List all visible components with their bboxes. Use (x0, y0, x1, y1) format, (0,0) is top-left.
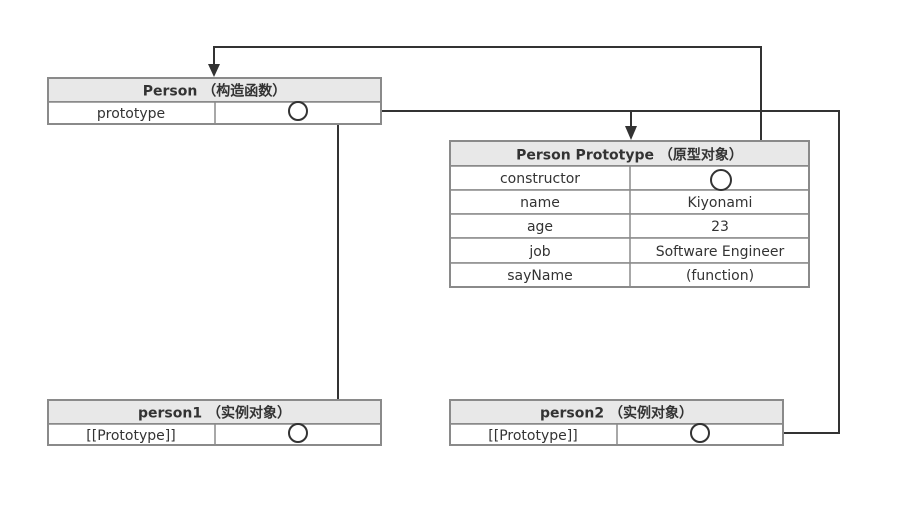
person1-title: person1 （实例对象） (138, 405, 291, 422)
person-prototype-title: Person Prototype （原型对象） (516, 147, 743, 164)
arrowhead-person-constructor (208, 64, 220, 77)
sayname-label: sayName (507, 268, 572, 284)
person-prototype-box: Person Prototype （原型对象） constructor name… (449, 140, 810, 288)
job-value: Software Engineer (656, 244, 785, 260)
sayname-value: (function) (686, 268, 754, 284)
name-label: name (520, 195, 560, 211)
person-constructor-title: Person （构造函数） (143, 83, 286, 100)
person2-prototype-label: [[Prototype]] (488, 428, 577, 444)
person2-prototype-pointer-dot (690, 423, 710, 443)
person1-box: person1 （实例对象） [[Prototype]] (47, 399, 382, 446)
person2-box: person2 （实例对象） [[Prototype]] (449, 399, 784, 446)
prototype-label: prototype (97, 106, 165, 122)
person2-title: person2 （实例对象） (540, 405, 693, 422)
person-constructor-header (47, 77, 382, 103)
person1-prototype-pointer-dot (288, 423, 308, 443)
age-value: 23 (711, 219, 729, 235)
job-label: job (528, 244, 550, 260)
constructor-pointer-dot (710, 169, 732, 191)
person1-prototype-label: [[Prototype]] (86, 428, 175, 444)
prototype-pointer-dot (288, 101, 308, 121)
person-constructor-box: Person （构造函数） prototype (47, 77, 382, 125)
age-label: age (527, 219, 553, 235)
name-value: Kiyonami (688, 195, 753, 211)
arrowhead-person-prototype (625, 126, 637, 140)
constructor-label: constructor (500, 171, 580, 187)
connector-person1-to-prototype (308, 111, 339, 434)
